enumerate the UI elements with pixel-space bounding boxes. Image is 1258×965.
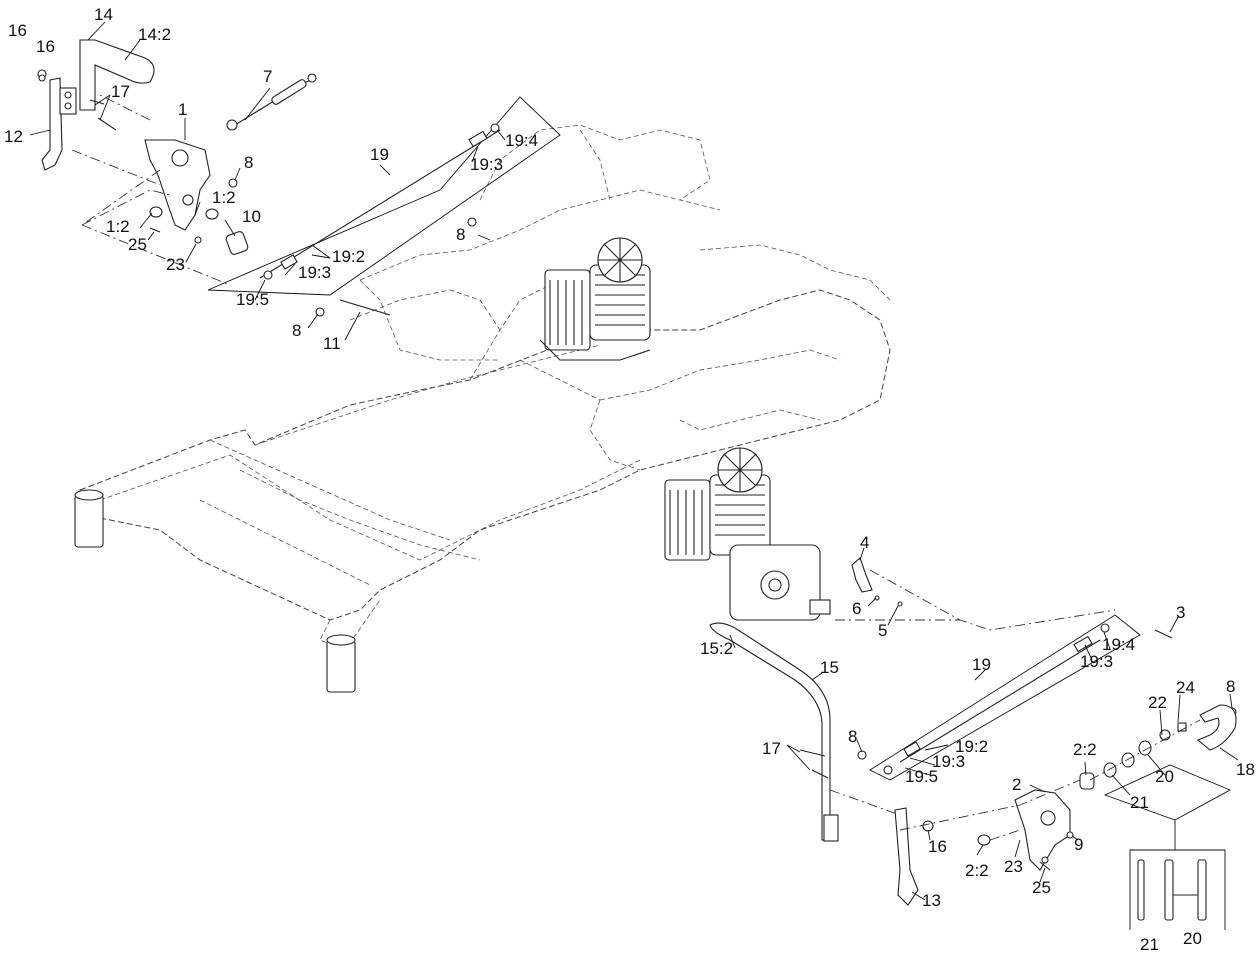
callout-8: 8 xyxy=(244,153,253,172)
callout-19-3: 19:3 xyxy=(1080,652,1113,671)
callout-23: 23 xyxy=(1004,857,1023,876)
callout-12: 12 xyxy=(4,127,23,146)
callout-8: 8 xyxy=(1226,677,1235,696)
callout-labels: 16 16 14 14:2 17 12 1 7 8 1:2 1:2 10 25 … xyxy=(4,5,1255,954)
chassis-frame xyxy=(74,124,891,693)
upper-left-assembly xyxy=(37,39,317,286)
callout-15: 15 xyxy=(820,658,839,677)
callout-13: 13 xyxy=(922,891,941,910)
lower-right-assembly xyxy=(709,557,1237,930)
callout-19-4: 19:4 xyxy=(505,131,538,150)
callout-19-2: 19:2 xyxy=(332,247,365,266)
callout-19-4: 19:4 xyxy=(1102,635,1135,654)
callout-14: 14 xyxy=(94,5,113,24)
bracket-4 xyxy=(851,557,873,593)
callout-4: 4 xyxy=(860,533,869,552)
callout-8: 8 xyxy=(456,225,465,244)
callout-15-2: 15:2 xyxy=(700,639,733,658)
callout-19-2: 19:2 xyxy=(955,737,988,756)
callout-18: 18 xyxy=(1236,760,1255,779)
callout-17: 17 xyxy=(111,82,130,101)
callout-24: 24 xyxy=(1176,678,1195,697)
callout-19: 19 xyxy=(972,655,991,674)
control-handle-upper xyxy=(79,39,155,111)
callout-3: 3 xyxy=(1176,603,1185,622)
callout-21: 21 xyxy=(1130,793,1149,812)
control-arm-upper xyxy=(41,77,63,171)
callout-7: 7 xyxy=(263,67,272,86)
callout-10: 10 xyxy=(242,207,261,226)
callout-6: 6 xyxy=(852,599,861,618)
callout-20: 20 xyxy=(1183,929,1202,948)
caster-tube-right xyxy=(326,639,356,693)
hydro-transmission-lower xyxy=(664,447,831,621)
caster-tube-left-top xyxy=(74,489,104,501)
callout-25: 25 xyxy=(1032,878,1051,897)
callout-2: 2 xyxy=(1012,775,1021,794)
callout-1-2: 1:2 xyxy=(106,217,130,236)
callout-19-3: 19:3 xyxy=(932,752,965,771)
control-bracket-lower xyxy=(1014,789,1071,871)
control-arm-lower xyxy=(894,807,919,906)
callout-16: 16 xyxy=(928,837,947,856)
callout-16: 16 xyxy=(8,21,27,40)
callout-17: 17 xyxy=(762,739,781,758)
rod-assembly-upper xyxy=(207,96,561,317)
callout-20: 20 xyxy=(1155,767,1174,786)
callout-11: 11 xyxy=(323,334,341,353)
callout-19: 19 xyxy=(370,145,389,164)
mount-plate-upper xyxy=(59,87,77,115)
callout-19-5: 19:5 xyxy=(236,290,269,309)
callout-5: 5 xyxy=(878,621,887,640)
callout-2-2: 2:2 xyxy=(1073,740,1097,759)
callout-19-5: 19:5 xyxy=(905,767,938,786)
clip-18 xyxy=(1196,704,1237,751)
callout-23: 23 xyxy=(166,255,185,274)
caster-tube-right-top xyxy=(326,634,356,646)
leader-lines xyxy=(29,21,1239,901)
caster-tube-left xyxy=(74,494,104,548)
callout-2-2: 2:2 xyxy=(965,861,989,880)
callout-14-2: 14:2 xyxy=(138,25,171,44)
callout-25: 25 xyxy=(128,235,147,254)
callout-19-3: 19:3 xyxy=(298,263,331,282)
callout-8: 8 xyxy=(292,321,301,340)
callout-1-2: 1:2 xyxy=(212,188,236,207)
hydro-transmission-upper xyxy=(539,237,651,361)
callout-19-3: 19:3 xyxy=(470,155,503,174)
callout-9: 9 xyxy=(1074,835,1083,854)
mount-plate-lower xyxy=(823,814,839,842)
callout-21: 21 xyxy=(1140,935,1159,954)
callout-1: 1 xyxy=(178,100,187,119)
callout-22: 22 xyxy=(1148,693,1167,712)
callout-16: 16 xyxy=(36,37,55,56)
callout-8: 8 xyxy=(848,727,857,746)
